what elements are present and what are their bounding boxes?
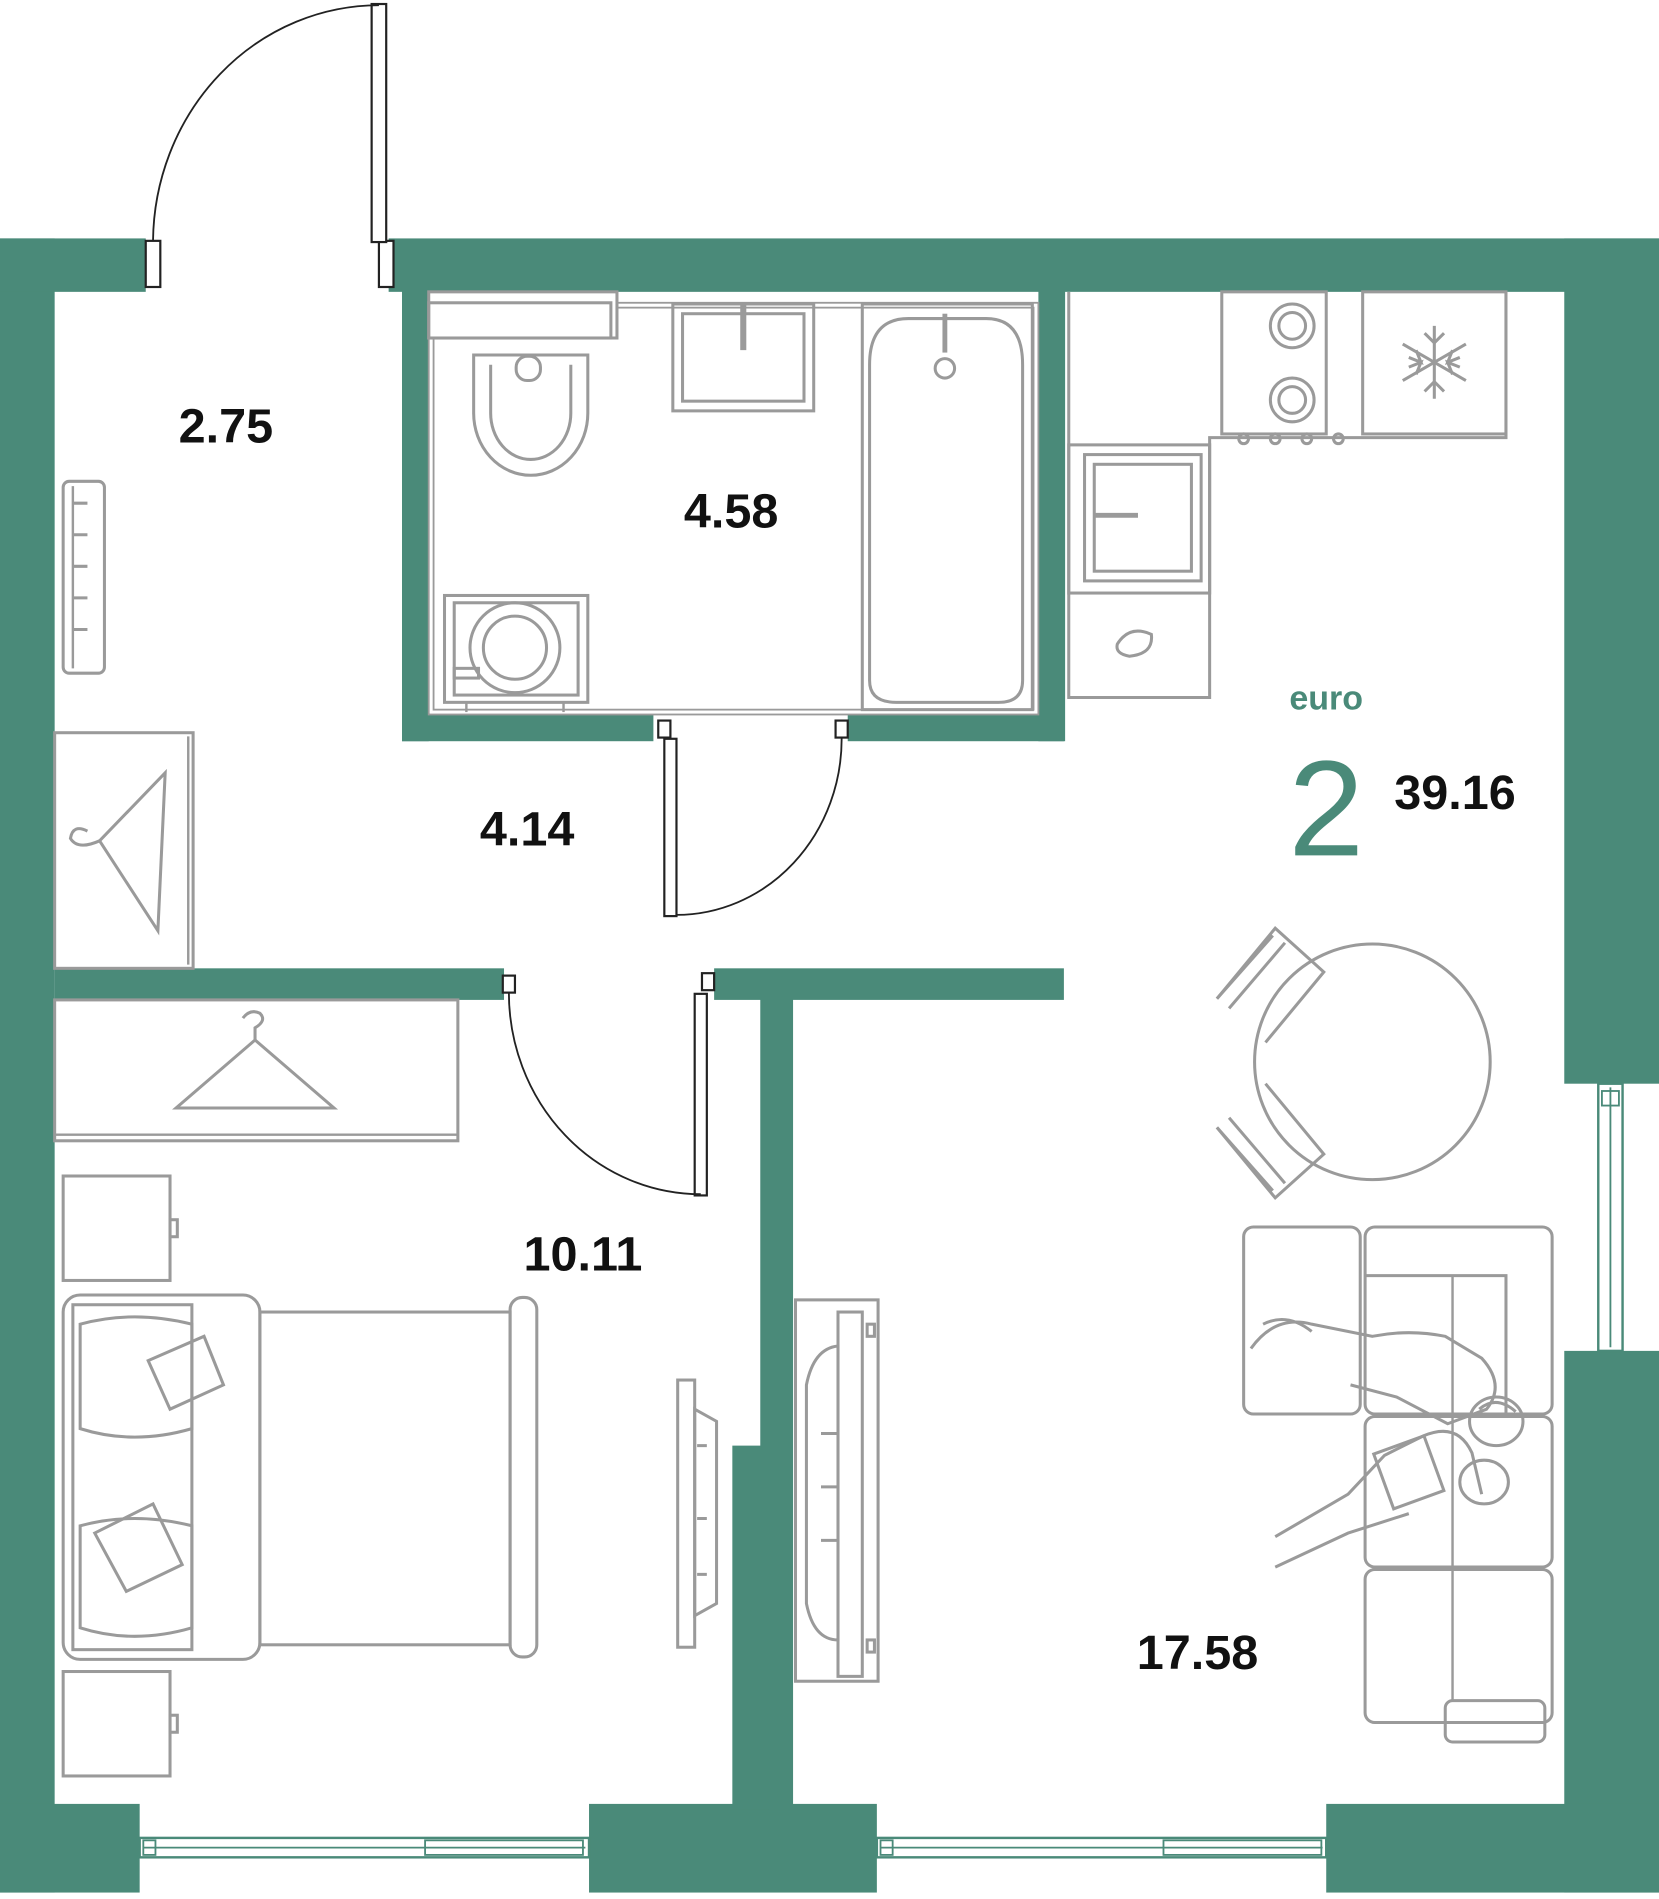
- bedroom-door: [501, 972, 716, 1197]
- bathroom-area: 4.58: [684, 484, 779, 538]
- bathroom-sink: [671, 302, 816, 413]
- bedside-table-bottom: [61, 1669, 179, 1778]
- window-bottom-right: [875, 1836, 1328, 1859]
- bedside-table-top: [61, 1174, 179, 1282]
- toilet: [472, 353, 590, 477]
- fridge: [1361, 290, 1508, 436]
- walls: [0, 238, 1659, 1893]
- apartment-total-area: 39.16: [1394, 766, 1516, 820]
- people-on-sofa: [1249, 1317, 1525, 1569]
- entrance-door: [144, 2, 395, 289]
- bathroom-door: [657, 719, 849, 918]
- hall-wardrobe: [53, 731, 195, 970]
- apartment-room-count: 2: [1288, 732, 1364, 884]
- washing-machine: [442, 593, 590, 713]
- hanger-icon: [172, 1010, 339, 1110]
- dining-table: [1253, 942, 1492, 1182]
- bathroom-shelf: [427, 290, 619, 340]
- kitchen-living-area: 17.58: [1137, 1626, 1259, 1680]
- kitchen-counter: [1067, 291, 1508, 700]
- apartment-type-word: euro: [1289, 680, 1363, 718]
- bathtub: [860, 302, 1034, 712]
- window-bottom-left: [138, 1836, 591, 1859]
- tv-unit-bedroom: [676, 1378, 719, 1649]
- hall-area: 4.14: [480, 803, 575, 857]
- dining-chair-bottom: [1215, 1082, 1326, 1201]
- double-bed: [61, 1293, 539, 1661]
- bedroom-wardrobe: [53, 998, 460, 1143]
- vestibule-area: 2.75: [179, 399, 274, 453]
- tv-unit-living: [793, 1298, 880, 1683]
- stove: [1220, 290, 1345, 446]
- window-right: [1597, 1082, 1624, 1353]
- radiator-shoe-rack: [61, 479, 106, 675]
- corner-sofa: [1242, 1225, 1554, 1744]
- kitchen-sink: [1083, 453, 1203, 583]
- bedroom-area: 10.11: [524, 1228, 643, 1282]
- dishwasher: [1115, 629, 1154, 658]
- hanger-icon: [68, 768, 167, 936]
- snowflake-icon: [1401, 325, 1467, 399]
- dining-chair-top: [1215, 926, 1326, 1044]
